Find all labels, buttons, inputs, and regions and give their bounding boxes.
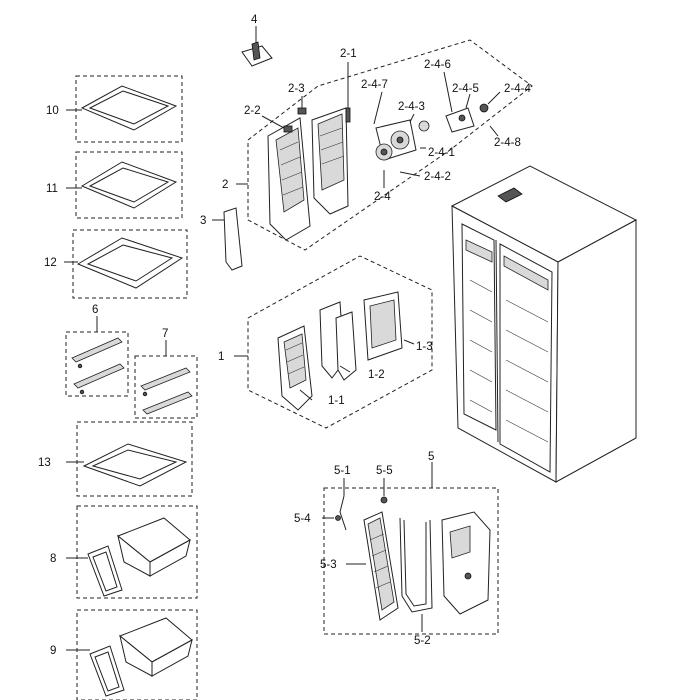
callout-9: 9: [50, 645, 56, 657]
callout-2-4-7: 2-4-7: [361, 79, 388, 91]
shelf-10: [66, 75, 183, 143]
callout-2: 2: [222, 179, 228, 191]
callout-2-4-5: 2-4-5: [452, 83, 479, 95]
assembly-1: [234, 255, 433, 429]
callout-2-1: 2-1: [340, 48, 357, 60]
callout-2-4-2: 2-4-2: [424, 171, 451, 183]
callout-1-1: 1-1: [328, 395, 345, 407]
cover-3: [212, 207, 243, 271]
callout-6: 6: [92, 304, 98, 316]
callout-5-1: 5-1: [334, 465, 351, 477]
rail-set-6: [65, 316, 129, 397]
callout-7: 7: [162, 328, 168, 340]
refrigerator-cabinet: [450, 165, 638, 483]
callout-5-3: 5-3: [320, 559, 337, 571]
callout-2-4-8: 2-4-8: [494, 137, 521, 149]
callout-2-4-1: 2-4-1: [428, 147, 455, 159]
callout-5-2: 5-2: [414, 635, 431, 647]
callout-12: 12: [44, 257, 57, 269]
callout-4: 4: [251, 14, 258, 26]
callout-11: 11: [46, 183, 58, 195]
shelf-13: [66, 421, 193, 497]
callout-5: 5: [428, 451, 434, 463]
callout-13: 13: [38, 457, 51, 469]
callout-8: 8: [50, 553, 56, 565]
callout-2-4-4: 2-4-4: [504, 83, 531, 95]
callout-2-3: 2-3: [288, 83, 305, 95]
rail-set-7: [134, 340, 198, 419]
evaporator-assembly-5: [322, 462, 499, 635]
callout-1-3: 1-3: [416, 341, 433, 353]
callout-5-4: 5-4: [294, 513, 311, 525]
callout-5-5: 5-5: [376, 465, 393, 477]
callout-1-2: 1-2: [368, 369, 385, 381]
callout-2-4: 2-4: [374, 191, 391, 203]
drawer-8: [66, 505, 198, 599]
callout-2-4-3: 2-4-3: [398, 101, 425, 113]
callout-10: 10: [46, 105, 59, 117]
cover-4: [241, 26, 273, 67]
assembly-2: [236, 39, 533, 251]
shelf-11: [66, 151, 183, 219]
callout-1: 1: [218, 351, 224, 363]
callout-2-4-6: 2-4-6: [424, 59, 451, 71]
shelf-12: [64, 229, 188, 299]
callout-3: 3: [200, 215, 206, 227]
callout-2-2: 2-2: [244, 105, 261, 117]
fan-assembly-2-4: [373, 71, 501, 188]
drawer-9: [66, 609, 198, 700]
